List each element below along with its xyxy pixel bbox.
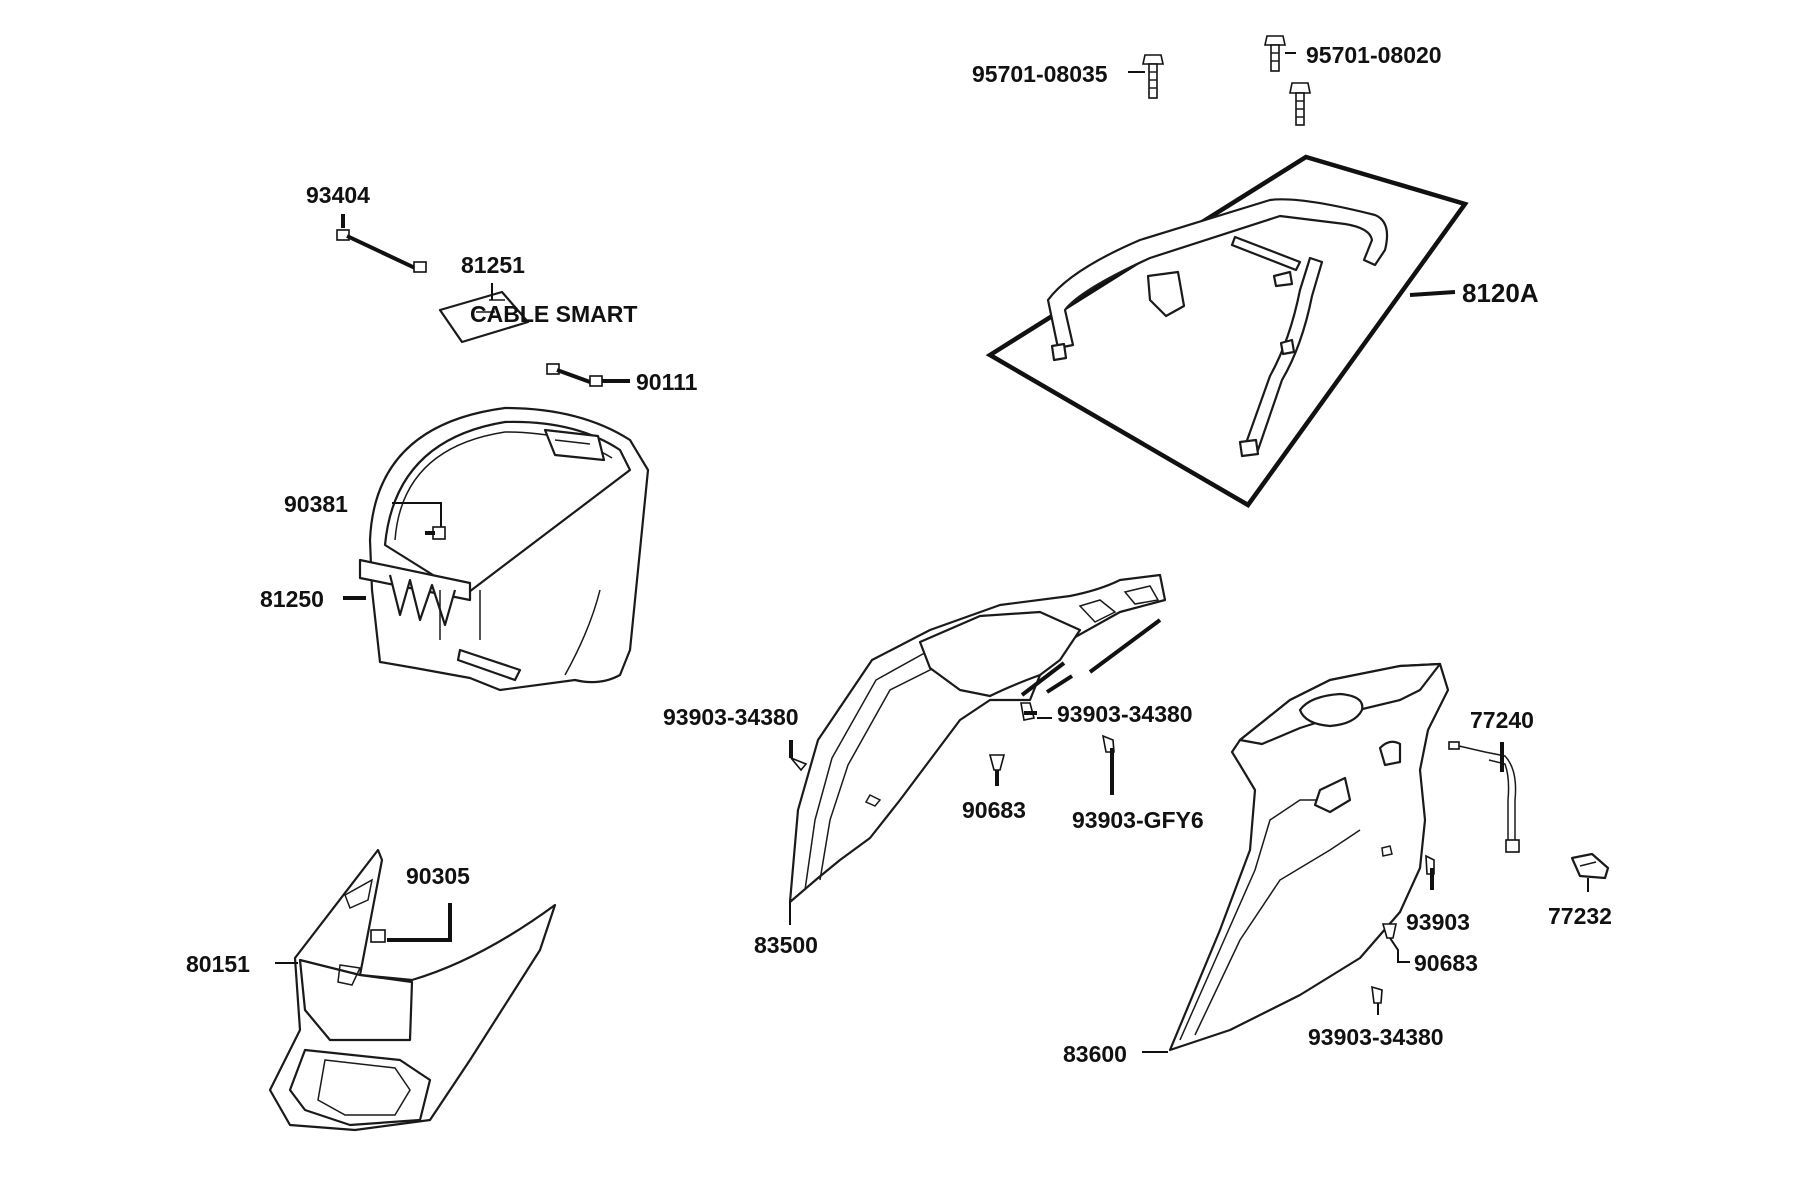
- grab-rail-kit-frame: [985, 154, 1469, 508]
- label-90683-a: 90683: [962, 797, 1026, 823]
- label-83500: 83500: [754, 932, 818, 958]
- label-93903: 93903: [1406, 909, 1470, 935]
- label-90111: 90111: [636, 369, 698, 395]
- label-93903-34380-b: 93903-34380: [1057, 701, 1193, 727]
- label-95701-08035: 95701-08035: [972, 61, 1108, 87]
- lid-text: CABLE SMART: [470, 301, 637, 327]
- screw-93903: [1425, 854, 1435, 890]
- clip-90683-left: [988, 754, 1006, 786]
- label-93903-34380-c: 93903-34380: [1308, 1024, 1444, 1050]
- screw-93903-34380-left: [789, 740, 808, 772]
- label-77240: 77240: [1470, 707, 1534, 733]
- clip-90683-right: [1381, 923, 1410, 963]
- bolt-90381: [425, 526, 446, 540]
- label-93404: 93404: [306, 182, 370, 208]
- label-90683-b: 90683: [1414, 950, 1478, 976]
- cable-77240: [1448, 741, 1520, 853]
- bolt-95701-08035: [1142, 54, 1164, 99]
- label-95701-08020: 95701-08020: [1306, 42, 1442, 68]
- label-77232: 77232: [1548, 903, 1612, 929]
- front-inner-cover-80151: [268, 848, 557, 1132]
- screw-93903-34380-right: [1371, 985, 1383, 1015]
- label-90305: 90305: [406, 863, 470, 889]
- screw-93903-34380-mid: [1020, 702, 1037, 721]
- label-81250: 81250: [260, 586, 324, 612]
- side-cover-83600: [1168, 662, 1450, 1052]
- side-cover-83500: [788, 573, 1167, 904]
- grab-rail: [1046, 198, 1389, 458]
- clip-90305: [370, 929, 386, 943]
- label-93903-gfy6: 93903-GFY6: [1072, 807, 1204, 833]
- bolt-lower: [1289, 82, 1311, 126]
- label-81251: 81251: [461, 252, 525, 278]
- lid-81251: CABLE SMART: [438, 290, 637, 344]
- label-83600: 83600: [1063, 1041, 1127, 1067]
- bolt-95701-08020: [1264, 35, 1286, 72]
- label-8120A: 8120A: [1462, 278, 1539, 308]
- label-93903-34380-a: 93903-34380: [663, 704, 799, 730]
- label-80151: 80151: [186, 951, 250, 977]
- screw-93404: [336, 214, 427, 273]
- screw-93903-gfy6: [1101, 734, 1115, 795]
- screw-90111: [546, 363, 630, 387]
- storage-box-81250: [358, 406, 650, 692]
- bracket-77232: [1570, 852, 1610, 880]
- rod-upper: [1045, 618, 1162, 694]
- label-90381: 90381: [284, 491, 348, 517]
